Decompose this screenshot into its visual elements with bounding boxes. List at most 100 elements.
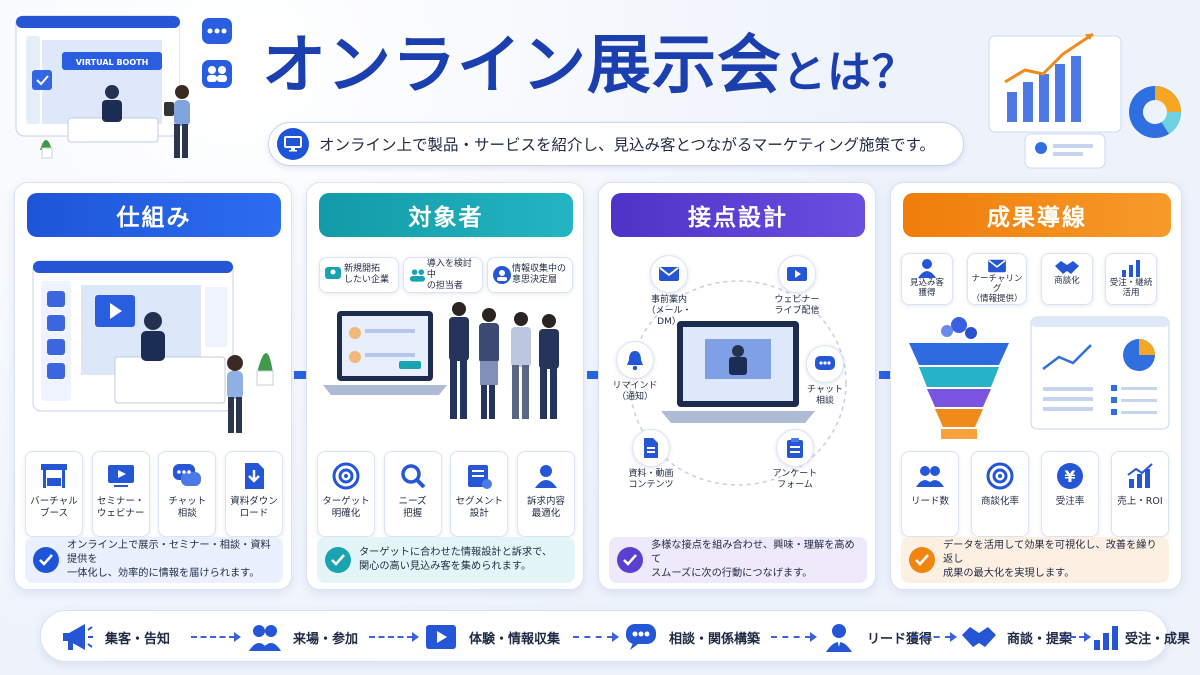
person-icon xyxy=(819,617,859,657)
booth-icon xyxy=(38,460,70,492)
check-icon xyxy=(325,547,351,573)
column-title: 接点設計 xyxy=(611,193,865,237)
subtitle-bar: オンライン上で製品・サービスを紹介し、見込み客とつながるマーケティング施策です。 xyxy=(268,122,964,166)
feature-label: リード数 xyxy=(910,496,949,507)
people-icon xyxy=(409,269,426,282)
feature-label: ニーズ 把握 xyxy=(398,496,427,519)
result-step: 受注・継続 活用 xyxy=(1105,253,1157,305)
flow-step: 来場・参加 xyxy=(245,611,358,663)
user-icon xyxy=(530,460,562,492)
touchpoint-item: リマインド （通知） xyxy=(605,341,665,403)
feature-card: バーチャル ブース xyxy=(25,451,83,537)
touchpoint-label: ウェビナー ライブ配信 xyxy=(774,295,820,316)
bell-icon xyxy=(616,341,654,379)
result-step: ナーチャリング （情報提供） xyxy=(967,253,1027,305)
download-doc-icon xyxy=(238,460,270,492)
column-title: 仕組み xyxy=(27,193,281,237)
people-icon xyxy=(914,460,946,492)
feature-label: チャット 相談 xyxy=(168,496,207,519)
column-touchpoint: 接点設計 事前案内 （メール・DM） ウェビナー ライブ配信 チャット 相談 ア… xyxy=(598,182,876,590)
flow-step-label: 相談・関係構築 xyxy=(669,631,761,647)
feature-label: セミナー・ ウェビナー xyxy=(96,496,145,519)
tag-label: 導入を検討中 の担当者 xyxy=(426,258,472,291)
result-step-label: 受注・継続 活用 xyxy=(1109,278,1153,298)
bar-chart-icon xyxy=(1091,617,1121,657)
result-step: 商談化 xyxy=(1041,253,1093,305)
virtual-booth-illustration: VIRTUAL BOOTH xyxy=(15,15,180,159)
flow-connector xyxy=(911,632,957,642)
tag-label: 情報収集中の 意思決定層 xyxy=(512,264,567,285)
touchpoint-item: ウェビナー ライブ配信 xyxy=(767,255,827,317)
flow-step: 商談・提案 xyxy=(959,611,1072,663)
feature-card: リード数 xyxy=(901,451,959,537)
touchpoint-item: 事前案内 （メール・DM） xyxy=(639,255,699,328)
flow-step-label: 来場・参加 xyxy=(293,631,359,647)
flow-connector xyxy=(369,632,419,642)
check-icon xyxy=(617,547,643,573)
column-title: 対象者 xyxy=(319,193,573,237)
flow-step: 集客・告知 xyxy=(57,611,170,663)
person-icon xyxy=(493,266,511,284)
feature-label: 受注率 xyxy=(1055,496,1085,507)
column-note: ターゲットに合わせた情報設計と訴求で、 関心の高い見込み客を集められます。 xyxy=(317,537,575,583)
chat-bubbles-icon xyxy=(202,18,232,88)
chat-person-icon xyxy=(325,267,341,279)
note-text: ターゲットに合わせた情報設計と訴求で、 関心の高い見込み客を集められます。 xyxy=(359,547,553,572)
touchpoint-label: チャット 相談 xyxy=(807,385,843,406)
touchpoint-label: アンケート フォーム xyxy=(772,469,818,490)
column-note: データを活用して効果を可視化し、改善を繰り返し 成果の最大化を実現します。 xyxy=(901,537,1169,583)
target-icon xyxy=(330,460,362,492)
monitor-icon xyxy=(277,128,309,160)
touchpoint-label: 資料・動画 コンテンツ xyxy=(628,469,674,490)
handshake-icon xyxy=(959,617,999,657)
column-title: 成果導線 xyxy=(903,193,1171,237)
flow-step-label: 商談・提案 xyxy=(1007,631,1073,647)
touchpoint-item: 資料・動画 コンテンツ xyxy=(621,429,681,491)
feature-card: ¥ 受注率 xyxy=(1041,451,1099,537)
page-title: オンライン展示会とは？ xyxy=(262,29,917,103)
touchpoint-label: 事前案内 （メール・DM） xyxy=(646,295,692,327)
flow-connector xyxy=(1061,632,1091,642)
touchpoint-label: リマインド （通知） xyxy=(612,381,658,402)
result-step-label: ナーチャリング （情報提供） xyxy=(971,274,1023,304)
feature-card: セミナー・ ウェビナー xyxy=(91,451,150,537)
feature-label: 商談化率 xyxy=(980,496,1019,507)
touchpoint-ring-illustration xyxy=(629,280,847,486)
target-tag: 新規開拓 したい企業 xyxy=(319,257,399,293)
result-step: 見込み客 獲得 xyxy=(901,253,953,305)
flow-connector xyxy=(573,632,619,642)
check-icon xyxy=(909,547,935,573)
person-icon xyxy=(918,259,936,278)
process-flow-bar: 集客・告知 来場・参加 体験・情報収集 相談・関係構築 リード獲得 商談・提案 … xyxy=(40,610,1190,663)
virtual-exhibition-illustration xyxy=(32,260,274,433)
feature-card: チャット 相談 xyxy=(158,451,217,537)
funnel-dashboard-illustration xyxy=(909,316,1170,439)
tag-label: 新規開拓 したい企業 xyxy=(344,264,390,285)
mail-icon xyxy=(650,255,688,293)
booth-sign-text: VIRTUAL BOOTH xyxy=(76,58,149,67)
note-text: オンライン上で展示・セミナー・相談・資料提供を 一体化し、効率的に情報を届けられ… xyxy=(67,540,271,579)
visitor-illustration xyxy=(164,85,190,158)
column-mechanism: 仕組み バーチャル ブース セミナー・ ウェビナー チ xyxy=(14,182,292,590)
flow-connector xyxy=(771,632,817,642)
column-note: オンライン上で展示・セミナー・相談・資料提供を 一体化し、効率的に情報を届けられ… xyxy=(25,537,283,583)
note-text: 多様な接点を組み合わせ、興味・理解を高めて スムーズに次の行動につなげます。 xyxy=(651,540,855,579)
feature-card: ニーズ 把握 xyxy=(383,451,442,537)
chat-icon xyxy=(171,460,203,492)
feature-row: ターゲット 明確化 ニーズ 把握 セグメント 設計 訴求内容 最適化 xyxy=(317,451,575,537)
feature-label: セグメント 設計 xyxy=(455,496,504,519)
column-target: 対象者 新規開拓 したい企業 導入を検討中 の担当者 情報収集中の 意思決定層 … xyxy=(306,182,584,590)
people-icon xyxy=(245,617,285,657)
yen-icon: ¥ xyxy=(1054,460,1086,492)
handshake-icon xyxy=(1055,261,1079,274)
feature-card: 商談化率 xyxy=(971,451,1029,537)
feature-label: 資料ダウン ロード xyxy=(230,496,278,519)
column-note: 多様な接点を組み合わせ、興味・理解を高めて スムーズに次の行動につなげます。 xyxy=(609,537,867,583)
flow-step-label: リード獲得 xyxy=(867,631,933,647)
result-step-label: 見込み客 獲得 xyxy=(909,278,944,298)
feature-label: 売上・ROI xyxy=(1117,496,1163,507)
flow-step: 相談・関係構築 xyxy=(621,611,760,663)
target-tag: 導入を検討中 の担当者 xyxy=(403,257,483,293)
feature-card: 資料ダウン ロード xyxy=(224,451,283,537)
play-icon xyxy=(421,617,461,657)
